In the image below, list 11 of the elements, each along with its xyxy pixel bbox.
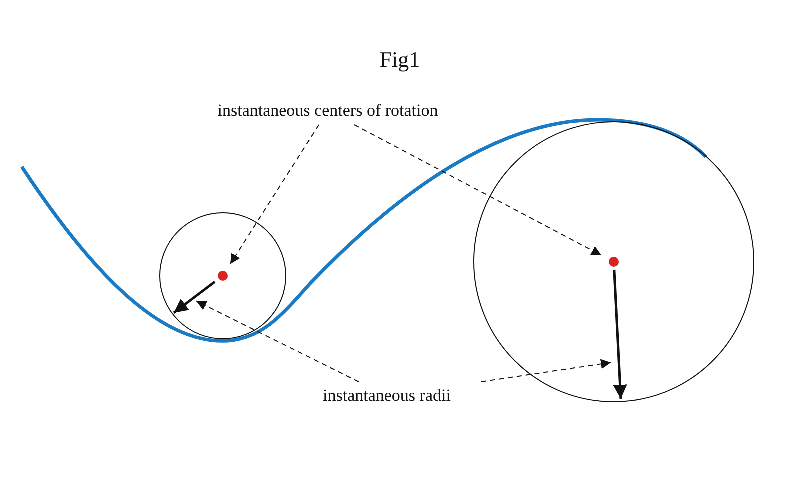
center-point: [218, 271, 228, 281]
leader-line: [480, 359, 612, 382]
center-point: [609, 257, 619, 267]
callout-text: instantaneous centers of rotation: [176, 100, 480, 122]
callout-text: instantaneous radii: [292, 385, 482, 407]
leader-line: [230, 124, 320, 265]
leader-line: [196, 300, 360, 382]
radius-arrow: [173, 281, 216, 314]
figure-title: Fig1: [378, 46, 422, 74]
radius-arrow: [613, 270, 628, 400]
leader-line: [354, 124, 602, 256]
